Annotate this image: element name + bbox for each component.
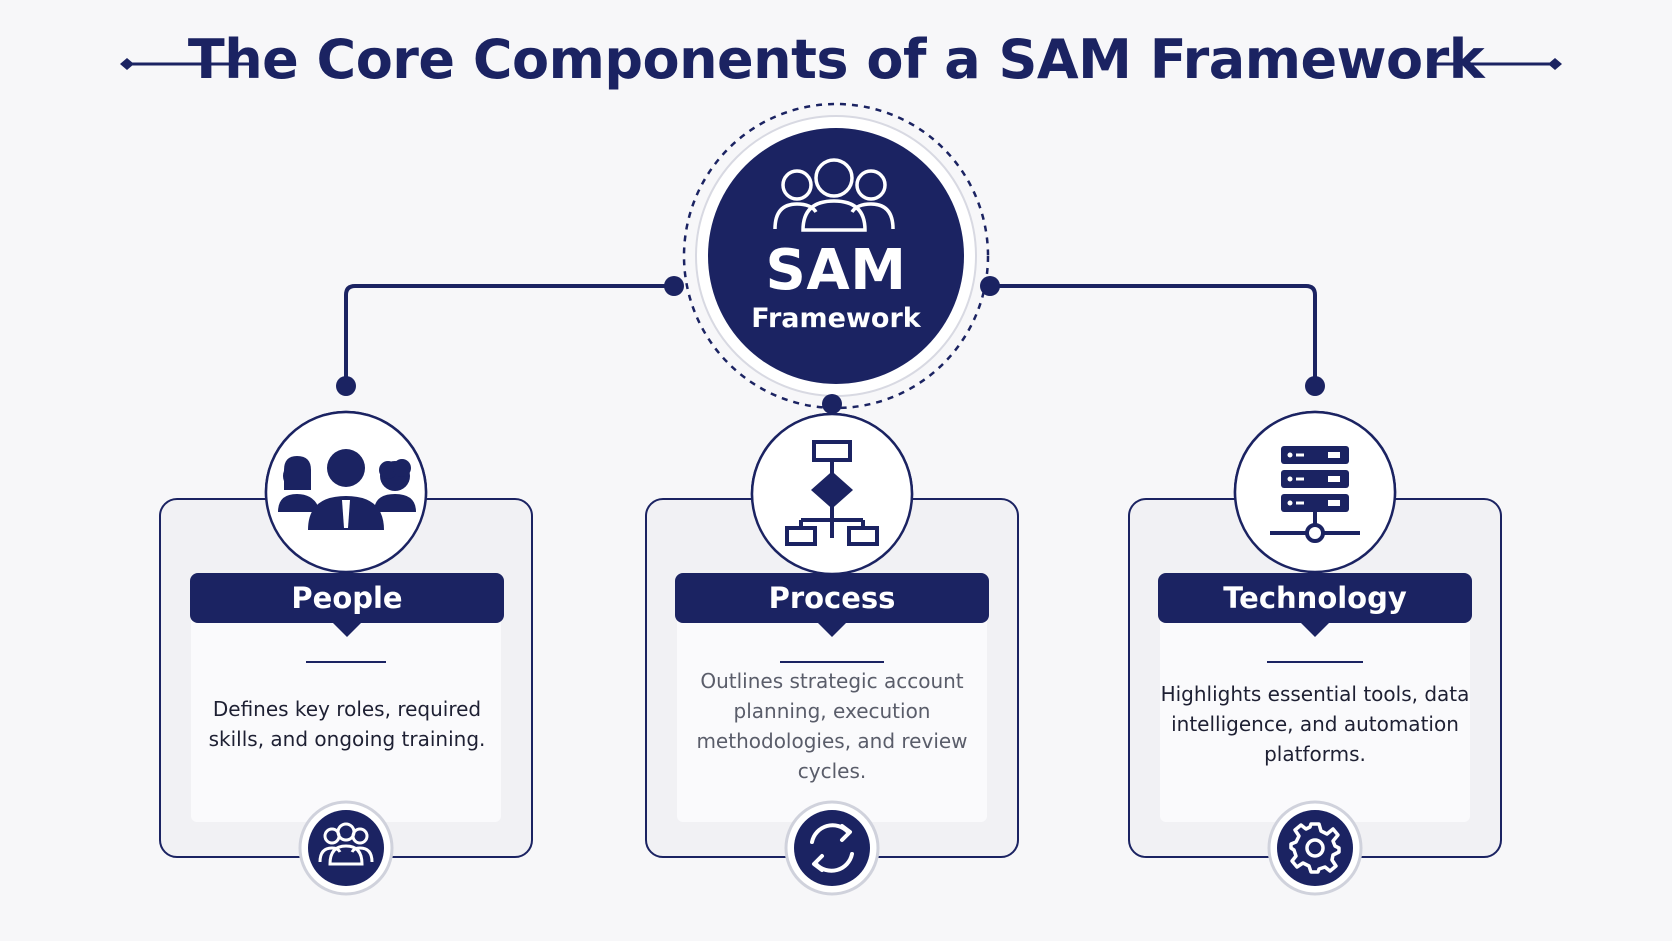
ribbon-pointer	[332, 622, 362, 637]
connector-left	[344, 284, 674, 386]
ribbon-pointer	[817, 622, 847, 637]
card-body	[1160, 608, 1470, 822]
hub-circle	[708, 128, 964, 384]
connector-dot	[822, 394, 842, 414]
refresh-cycle-icon	[810, 823, 854, 873]
connector-dot	[336, 376, 356, 396]
card-body	[677, 608, 987, 822]
title-line-left	[120, 58, 254, 70]
hub-subtitle: Framework	[751, 303, 921, 334]
divider	[1267, 661, 1363, 663]
card-process	[645, 498, 1019, 858]
divider	[780, 661, 884, 663]
component-label: Process	[768, 581, 896, 615]
hub-dashed-ring	[682, 102, 990, 410]
team-icon	[318, 822, 374, 866]
flowchart-icon	[785, 440, 879, 546]
component-description: Outlines strategic account planning, exe…	[696, 669, 968, 783]
ribbon-technology: Technology	[1158, 573, 1472, 637]
connector-dot	[1305, 376, 1325, 396]
component-description: Highlights essential tools, data intelli…	[1160, 682, 1470, 766]
gear-icon	[1289, 822, 1341, 874]
ribbon-process: Process	[675, 573, 989, 637]
component-label: Technology	[1223, 581, 1407, 615]
group-icon	[773, 158, 895, 232]
connector-dot	[664, 276, 684, 296]
component-label: People	[291, 581, 403, 615]
page-title: The Core Components of a SAM Framework	[187, 28, 1485, 91]
server-icon	[1270, 446, 1360, 543]
divider	[306, 661, 386, 663]
title-line-right	[1430, 58, 1562, 70]
hub-title: SAM	[765, 238, 907, 303]
connector-right	[990, 284, 1317, 386]
component-description: Defines key roles, required skills, and …	[208, 697, 486, 751]
ribbon-pointer	[1300, 622, 1330, 637]
people-icon	[278, 449, 416, 530]
card-body	[191, 608, 501, 822]
ribbon-people: People	[190, 573, 504, 637]
